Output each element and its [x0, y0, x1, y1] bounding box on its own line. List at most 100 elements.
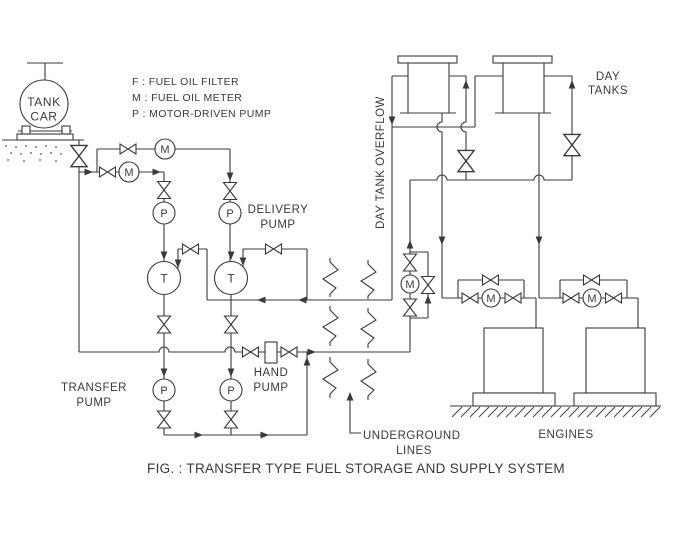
engine-2 — [573, 327, 657, 407]
valve-icon — [119, 143, 137, 155]
valve-icon — [70, 144, 88, 168]
flow-arrow-icon — [226, 172, 234, 181]
tank-car: TANK CAR — [2, 79, 84, 162]
underground-wavy-line-2 — [359, 260, 377, 400]
tank-car-support-left — [21, 125, 31, 135]
day-tanks-label-line1: DAY — [596, 71, 620, 83]
flow-arrow-icon — [462, 80, 470, 89]
flow-arrow-icon — [227, 251, 235, 260]
flow-arrow-icon — [307, 348, 316, 356]
underground-leader-line — [349, 393, 361, 434]
valve-icon — [156, 180, 172, 200]
flow-arrow-icon — [152, 168, 161, 176]
valve-icon — [264, 243, 283, 255]
storage-tank-circle — [146, 260, 182, 296]
flow-arrow-icon — [194, 431, 203, 439]
valve-icon — [504, 292, 522, 304]
flow-arrow-icon — [298, 296, 307, 304]
meter-letter: M — [587, 293, 596, 305]
valve-icon — [420, 275, 436, 295]
flow-arrow-icon — [346, 392, 354, 401]
flow-arrow-icon — [424, 295, 432, 304]
flow-arrow-icon — [568, 80, 576, 89]
delivery-pump-label-line2: PUMP — [260, 219, 295, 231]
pipe-fill-line — [409, 75, 573, 352]
meter-circle — [118, 161, 140, 183]
valve-icon — [280, 346, 298, 358]
meter-circle — [400, 274, 420, 294]
storage-tank-symbol: T — [213, 260, 249, 296]
day-tank-1-body — [400, 63, 456, 114]
legend-meter: M : FUEL OIL METER — [132, 92, 242, 104]
day-tank-1 — [397, 55, 458, 114]
valve-icon — [181, 243, 200, 255]
meter-symbol: M — [154, 138, 176, 160]
meter-symbol: M — [400, 274, 420, 294]
ground-hatch-strokes — [451, 406, 661, 418]
valve-icon — [156, 410, 172, 429]
pump-letter: P — [160, 208, 167, 220]
transfer-pump-label-line1: TRANSFER — [61, 382, 127, 394]
valve-icon — [402, 298, 418, 317]
valve-icon — [457, 149, 475, 173]
pipe-overflow-outlets — [391, 75, 540, 300]
pump-letter: P — [226, 208, 233, 220]
legend-filter: F : FUEL OIL FILTER — [132, 76, 239, 88]
valve-icon — [461, 292, 479, 304]
legend: F : FUEL OIL FILTER M : FUEL OIL METER P… — [132, 76, 271, 120]
underground-wavy-line-1 — [321, 258, 339, 398]
storage-tank-symbol: T — [146, 260, 182, 296]
underground-break-lines — [321, 258, 377, 400]
tank-car-platform — [16, 133, 74, 141]
pump-symbol: P — [219, 378, 243, 402]
pump-circle — [152, 201, 176, 225]
flow-arrow-icon — [535, 236, 543, 245]
underground-lines-label-line2: LINES — [396, 445, 432, 457]
pump-symbol: P — [218, 201, 242, 225]
pump-letter: P — [160, 385, 167, 397]
flow-arrow-icon — [406, 240, 414, 249]
delivery-pump-label-line1: DELIVERY — [248, 204, 309, 216]
valve-icon — [563, 133, 581, 157]
tank-car-support-right — [61, 125, 71, 135]
meter-symbol: M — [118, 161, 140, 183]
flow-arrow-icon — [160, 251, 168, 260]
meter-letter: M — [124, 167, 133, 179]
engine-1 — [472, 327, 556, 407]
engine-1-body — [483, 327, 544, 394]
flow-arrow-icon — [303, 357, 311, 366]
flow-arrow-icon — [227, 368, 235, 377]
day-tank-overflow-label: DAY TANK OVERFLOW — [375, 96, 387, 229]
valve-icon — [582, 274, 601, 286]
meter-letter: M — [486, 293, 495, 305]
valve-icon — [223, 315, 239, 334]
storage-tank-letter: T — [160, 272, 168, 286]
engine-1-base — [472, 392, 556, 407]
engine-2-body — [585, 327, 646, 394]
pipe-engine-lines — [442, 279, 639, 328]
underground-lines-label-line1: UNDERGROUND — [363, 430, 461, 442]
tank-car-label-line2: CAR — [30, 110, 57, 124]
meter-symbol: M — [582, 288, 602, 308]
day-tank-2-flange — [492, 55, 553, 64]
flow-arrow-icon — [388, 116, 396, 125]
valve-icon — [98, 166, 117, 178]
hand-pump-label-line2: PUMP — [253, 382, 288, 394]
meter-symbol: M — [481, 288, 501, 308]
valve-icon — [604, 292, 623, 304]
flow-arrow-icon — [438, 236, 446, 245]
pump-circle — [152, 378, 176, 402]
day-tanks-label-line2: TANKS — [588, 85, 628, 97]
valve-icon — [223, 410, 239, 429]
valve-icon — [562, 292, 580, 304]
pump-symbol: P — [152, 201, 176, 225]
flow-arrow-icon — [84, 168, 93, 176]
pump-symbol: P — [152, 378, 176, 402]
engine-2-base — [573, 392, 657, 407]
pump-circle — [218, 201, 242, 225]
tank-car-body — [19, 79, 69, 129]
soil-dots — [5, 145, 62, 162]
meter-letter: M — [160, 144, 169, 156]
meter-letter: M — [405, 279, 414, 291]
